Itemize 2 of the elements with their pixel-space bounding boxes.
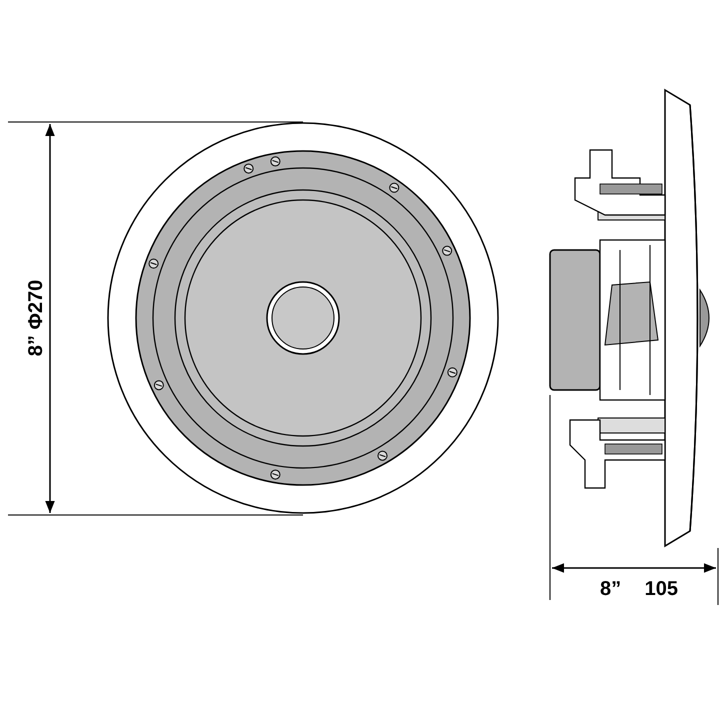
dimension-label: 8” Φ270	[24, 280, 48, 356]
dimension-label: 8” 105	[600, 577, 678, 602]
